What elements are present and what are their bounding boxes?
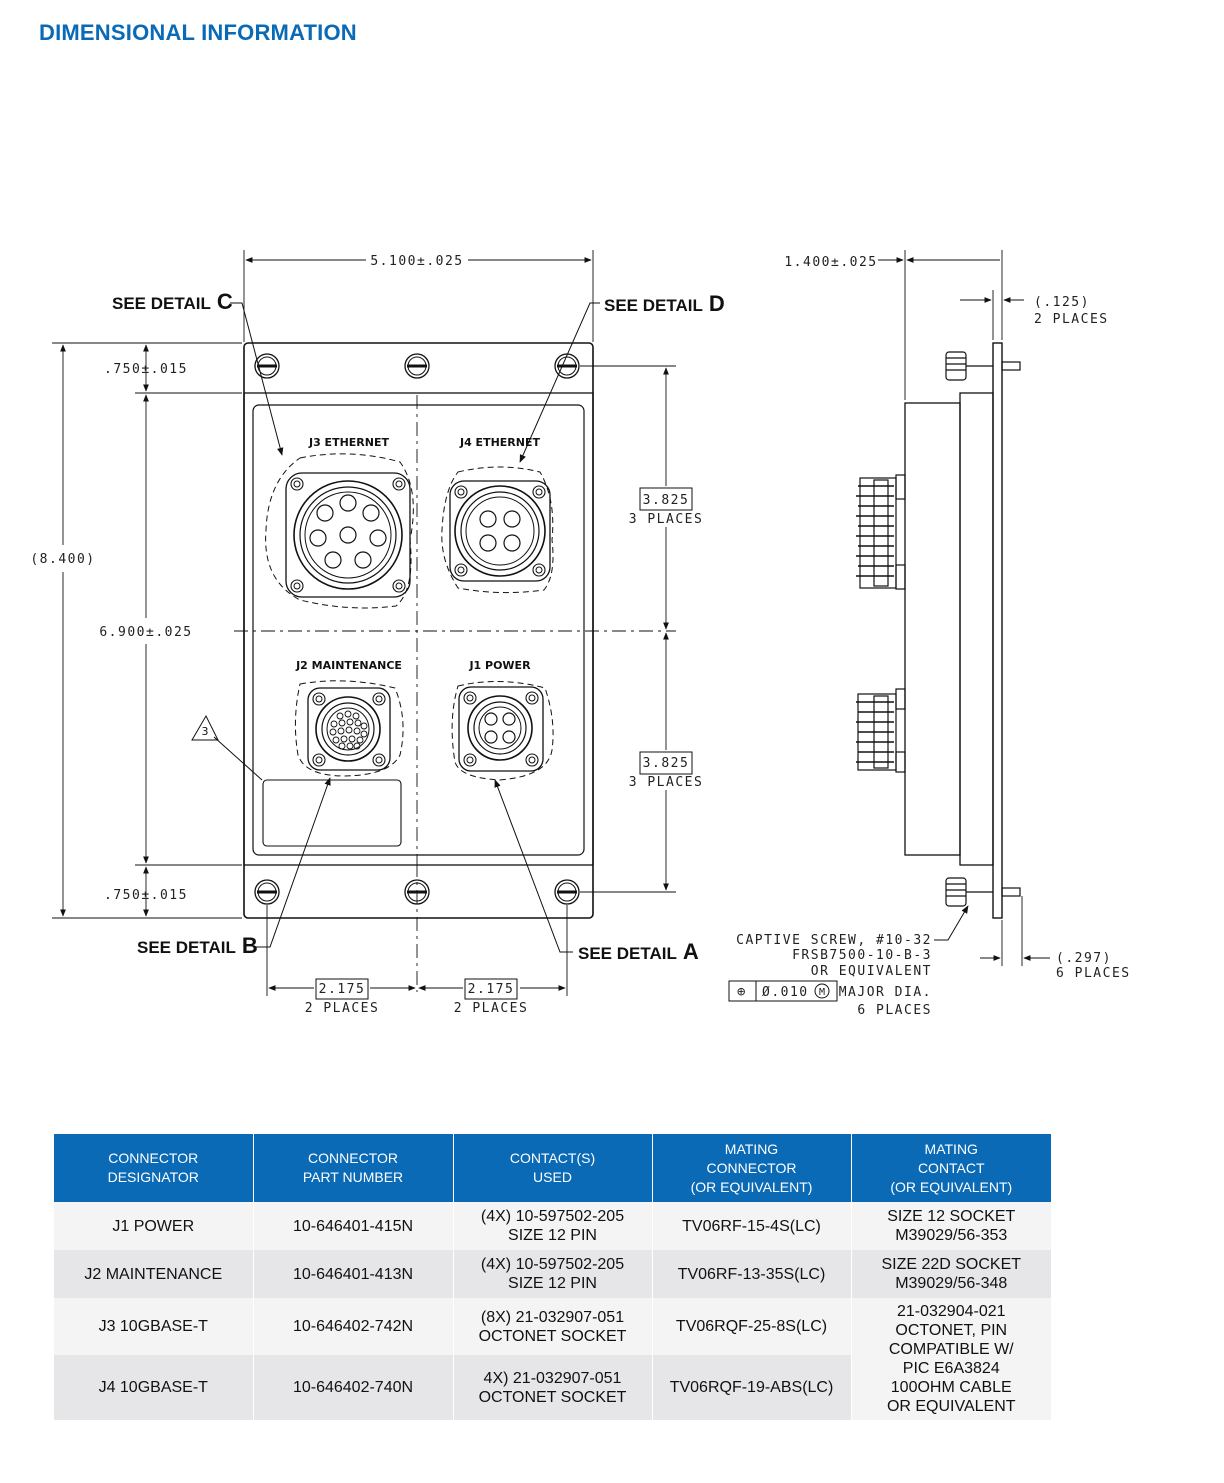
cell-part-number: 10-646401-415N bbox=[252, 1202, 453, 1250]
tolerance-value: Ø.010 bbox=[762, 985, 809, 1000]
table-row: J2 MAINTENANCE 10-646401-413N (4X) 10-59… bbox=[54, 1250, 1051, 1298]
dim-screw-ext: (.297) bbox=[1056, 951, 1112, 966]
side-connector-upper bbox=[856, 474, 906, 590]
table-row: J3 10GBASE-T 10-646402-742N (8X) 21-0329… bbox=[54, 1298, 1051, 1420]
cell-designator: J3 10GBASE-T bbox=[54, 1298, 253, 1356]
side-view bbox=[728, 250, 1050, 1002]
front-view bbox=[52, 250, 693, 1000]
dim-width: 5.100±.025 bbox=[370, 254, 463, 269]
header-contacts: CONTACT(S)USED bbox=[452, 1134, 652, 1202]
cell-designator: J2 MAINTENANCE bbox=[54, 1250, 253, 1298]
cell-designator: J4 10GBASE-T bbox=[54, 1355, 253, 1420]
label-j3: J3 ETHERNET bbox=[308, 436, 390, 449]
page-title: DIMENSIONAL INFORMATION bbox=[39, 20, 357, 45]
dim-horiz-right-places: 2 PLACES bbox=[454, 1001, 529, 1016]
side-flange bbox=[992, 342, 1003, 919]
mmc-modifier-icon bbox=[814, 983, 830, 999]
screw-icon bbox=[404, 879, 430, 905]
cell-part-number: 10-646402-740N bbox=[252, 1355, 453, 1420]
screw-icon bbox=[404, 353, 430, 379]
table-row: J4 10GBASE-T 10-646402-740N 4X) 21-03290… bbox=[54, 1355, 1051, 1420]
position-tolerance-symbol: ⊕ bbox=[737, 984, 747, 1000]
captive-screw-icon bbox=[945, 877, 1021, 907]
dim-inner-height: 6.900±.025 bbox=[99, 625, 192, 640]
j2-connector bbox=[294, 680, 404, 777]
side-panel bbox=[959, 392, 994, 866]
j3-connector bbox=[265, 453, 414, 609]
cell-mating-contact-merged: 21-032904-021 OCTONET, PIN COMPATIBLE W/… bbox=[850, 1298, 1051, 1420]
dim-screw-ext-places: 6 PLACES bbox=[1056, 966, 1131, 981]
captive-screw-icon bbox=[945, 351, 1021, 381]
label-j4: J4 ETHERNET bbox=[459, 436, 541, 449]
captive-note-line2: FRSB7500-10-B-3 bbox=[792, 948, 932, 963]
captive-note-line3: OR EQUIVALENT bbox=[811, 964, 932, 979]
label-j2: J2 MAINTENANCE bbox=[295, 659, 402, 672]
dim-flange-places: 2 PLACES bbox=[1034, 312, 1109, 327]
table-row: J1 POWER 10-646401-415N (4X) 10-597502-2… bbox=[54, 1202, 1051, 1250]
cell-mating-connector: TV06RF-13-35S(LC) bbox=[651, 1250, 851, 1298]
dim-edge-bottom: .750±.015 bbox=[104, 888, 188, 903]
note-callout: 3 bbox=[202, 725, 209, 738]
cell-mating-connector: TV06RF-15-4S(LC) bbox=[651, 1202, 851, 1250]
cell-part-number: 10-646402-742N bbox=[252, 1298, 453, 1356]
side-connector-lower bbox=[856, 688, 906, 773]
dim-pitch-lower: 3.825 bbox=[643, 756, 690, 771]
screw-icon bbox=[554, 879, 580, 905]
cell-mating-connector: TV06RQF-19-ABS(LC) bbox=[651, 1355, 851, 1420]
major-note-line2: 6 PLACES bbox=[857, 1003, 932, 1018]
dim-horiz-left: 2.175 bbox=[319, 982, 366, 997]
dim-depth: 1.400±.025 bbox=[784, 255, 877, 270]
j1-connector bbox=[451, 681, 554, 781]
tolerance-frame bbox=[728, 980, 838, 1002]
captive-note-line1: CAPTIVE SCREW, #10-32 bbox=[736, 933, 932, 948]
dim-overall-height: (8.400) bbox=[30, 552, 95, 567]
dim-pitch-upper-places: 3 PLACES bbox=[629, 512, 704, 527]
side-body bbox=[904, 402, 961, 856]
j4-connector bbox=[441, 466, 554, 594]
dim-edge-top: .750±.015 bbox=[104, 362, 188, 377]
screw-icon bbox=[554, 353, 580, 379]
inner-panel bbox=[243, 392, 594, 866]
screw-icon bbox=[254, 879, 280, 905]
dim-flange: (.125) bbox=[1034, 295, 1090, 310]
dim-pitch-lower-places: 3 PLACES bbox=[629, 775, 704, 790]
mmc-modifier: M bbox=[819, 987, 825, 998]
screw-icon bbox=[254, 353, 280, 379]
label-j1: J1 POWER bbox=[468, 659, 531, 672]
cell-mating-connector: TV06RQF-25-8S(LC) bbox=[651, 1298, 851, 1356]
cell-part-number: 10-646401-413N bbox=[252, 1250, 453, 1298]
dimensional-drawing: 5.100±.025 (8.400) 6.900±.025 .750±.015 … bbox=[30, 250, 1131, 1018]
dim-horiz-left-places: 2 PLACES bbox=[305, 1001, 380, 1016]
major-note-line1: MAJOR DIA. bbox=[839, 985, 932, 1000]
plate-outline bbox=[243, 342, 594, 919]
id-label-area bbox=[262, 779, 402, 847]
cell-designator: J1 POWER bbox=[54, 1202, 253, 1250]
inner-panel-face bbox=[252, 404, 585, 856]
dim-horiz-right: 2.175 bbox=[468, 982, 515, 997]
dim-pitch-upper: 3.825 bbox=[643, 493, 690, 508]
